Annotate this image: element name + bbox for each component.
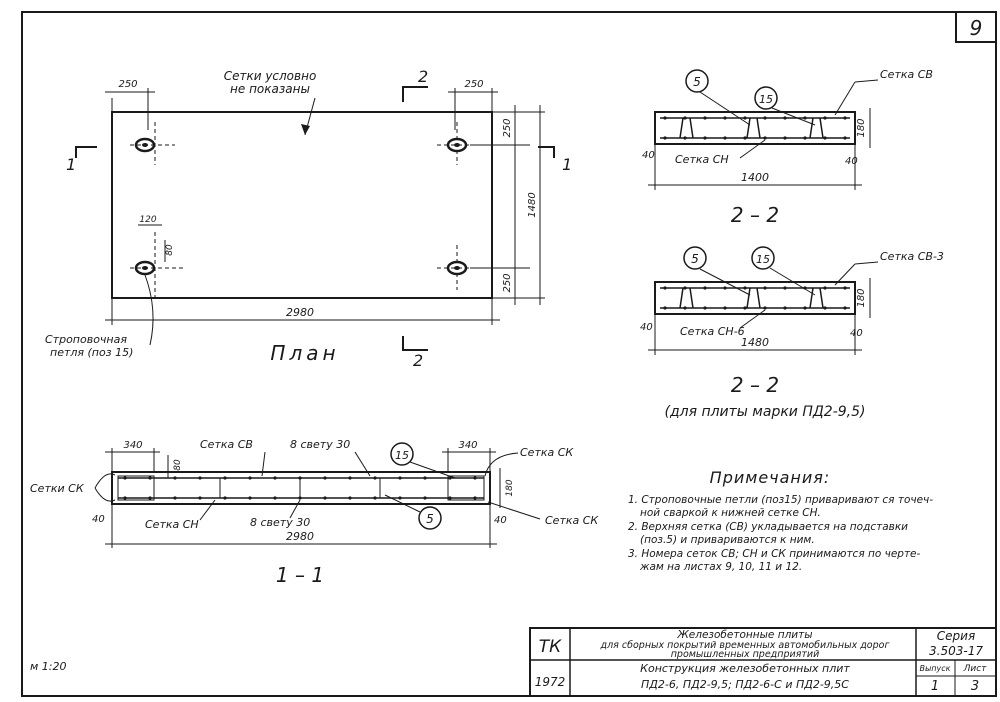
section-b-title: 2 – 2 [731,373,779,397]
series-value: 3.503-17 [929,644,983,658]
label-ck-top-right-1-1: Сетка СК [520,446,574,459]
dim-width-b: 1480 [741,336,769,349]
callout-5-1-1 [418,506,442,530]
section-1-1-title: 1 – 1 [276,563,324,587]
sheet-value: 3 [971,679,979,694]
section-1-1: 340 340 80 180 Сетка СВ 8 свету 30 Сетка… [30,438,599,587]
sheet-label: Лист [963,664,988,674]
callout-15-a-text: 15 [759,93,773,106]
dim-right-b: 40 [850,328,863,339]
callout-5-1-1-text: 5 [426,512,434,526]
callout-15-b [751,246,775,270]
dim-inner-h-1-1: 80 [173,459,183,471]
dim-loop-h: 80 [165,244,175,256]
section-a-outline [654,111,856,145]
dim-height: 1480 [527,192,538,217]
label-top-net-a: Сетка СВ [880,68,933,81]
loop-label-line2: петля (поз 15) [50,346,133,359]
note-line-1: 1. Строповочные петли (поз15) привариваю… [628,494,933,506]
dim-right-bottom: 250 [502,273,513,292]
dim-left-a: 40 [642,150,655,161]
dim-width-a: 1400 [741,171,769,184]
note-line-3: 2. Верхняя сетка (СВ) укладывается на по… [628,521,908,533]
loop-label-line1: Строповочная [45,333,127,346]
note-line-2: ной сваркой к нижней сетке СН. [640,507,821,519]
issue-label: Выпуск [920,664,951,673]
section-b-subtitle: (для плиты марки ПД2-9,5) [664,404,865,420]
section-mark-2-bottom: 2 [413,351,423,370]
note-nets-line1: Сетки условно [224,69,317,83]
title-desc-line1: Железобетонные плиты [676,629,812,641]
callout-5-b [683,246,707,270]
scale-label: м 1:20 [30,660,67,673]
note-line-5: 3. Номера сеток СВ; СН и СК принимаются … [628,548,921,560]
dim-top-left: 250 [118,79,137,90]
section-1-1-outline [111,471,491,505]
series-label: Серия [937,629,975,643]
sheet-frame [21,11,997,697]
clear-top-1-1: 8 свету 30 [290,438,350,451]
note-line-4: (поз.5) и привариваются к ним. [640,534,815,546]
title-drawing-line2: ПД2-6, ПД2-9,5; ПД2-6-С и ПД2-9,5С [641,678,849,691]
dim-right-top: 250 [502,118,513,137]
label-bottom-net-a: Сетка СН [675,153,729,166]
issue-value: 1 [931,679,939,694]
note-nets-line2: не показаны [230,82,310,96]
dim-height-1-1: 180 [505,479,515,496]
notes-heading: Примечания: [710,468,831,487]
callout-15-a [754,86,778,110]
sheet-number: 9 [970,16,983,40]
section-2-2-a: 5 15 Сетка СВ Сетка СН 1400 40 40 180 2 … [642,68,933,227]
sheet-number-box [955,11,997,43]
dim-top-right: 250 [464,79,483,90]
dim-left-b: 40 [640,322,653,333]
title-desc-line3: промышленных предприятий [671,649,820,660]
plan-view: 250 250 250 250 1480 120 80 2980 1 1 2 [45,67,572,370]
callout-15-b-text: 15 [756,253,770,266]
label-top-net-1-1: Сетка СВ [200,438,253,451]
dim-loop-w: 120 [139,215,156,225]
note-line-6: жам на листах 9, 10, 11 и 12. [639,561,802,573]
callout-5-a-text: 5 [693,75,701,89]
plan-slab-outline [111,111,493,299]
callout-15-1-1 [390,442,414,466]
dim-right-1-1: 340 [458,440,477,451]
dim-edge-right-1-1: 40 [494,515,507,526]
section-2-2-b: 5 15 Сетка СВ-3 Сетка СН-6 1480 40 40 18… [640,246,944,420]
callout-15-1-1-text: 15 [395,449,409,462]
plan-title: План [270,341,339,365]
section-mark-2-top: 2 [418,67,428,86]
title-drawing-line1: Конструкция железобетонных плит [640,662,850,675]
title-desc-line2: для сборных покрытий временных автомобил… [600,640,891,651]
section-b-outline [654,281,856,315]
label-bottom-net-1-1: Сетка СН [145,518,199,531]
label-bottom-net-b: Сетка СН-6 [680,325,745,338]
title-block: ТК 1972 Железобетонные плиты для сборных… [529,627,997,697]
dim-length: 2980 [286,306,314,319]
clear-bottom-1-1: 8 свету 30 [250,516,310,529]
dim-height-a: 180 [856,118,867,137]
notes: Примечания: 1. Строповочные петли (поз15… [628,468,933,573]
section-mark-1-right: 1 [562,155,572,174]
title-org: ТК [539,637,562,657]
label-top-net-b: Сетка СВ-3 [880,250,944,263]
title-year: 1972 [535,675,566,689]
dim-length-1-1: 2980 [286,530,314,543]
callout-5-b-text: 5 [691,252,699,266]
section-mark-1-left: 1 [66,155,76,174]
label-ck-bottom-right-1-1: Сетка СК [545,514,599,527]
callout-5-a [685,69,709,93]
dim-right-a: 40 [845,156,858,167]
section-a-title: 2 – 2 [731,203,779,227]
dim-height-b: 180 [856,288,867,307]
dim-left-1-1: 340 [123,440,142,451]
dim-edge-left-1-1: 40 [92,514,105,525]
label-ck-left-1-1: Сетки СК [30,482,85,495]
